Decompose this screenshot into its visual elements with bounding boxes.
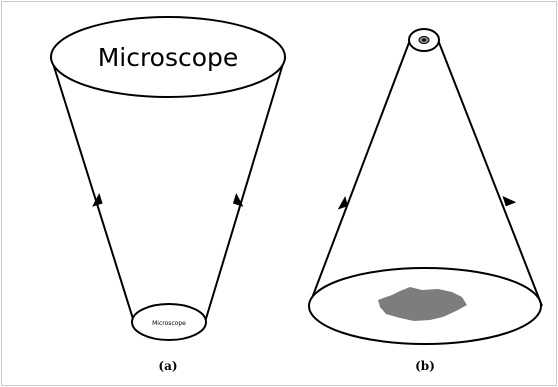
panel-a-top-ellipse <box>50 16 286 98</box>
panel-a-left-ray <box>50 56 135 323</box>
panel-b-right-arrow <box>502 196 517 207</box>
panel-b-right-ray <box>437 39 543 307</box>
panel-a-small-text: Microscope <box>152 320 186 327</box>
panel-a: Microscope Microscope (a) <box>50 16 286 373</box>
panel-a-label: (a) <box>158 359 177 373</box>
panel-b-left-ray <box>308 39 411 307</box>
panel-b: (b) <box>308 28 543 373</box>
panel-a-right-ray <box>204 56 286 323</box>
panel-a-large-text: Microscope <box>98 43 239 72</box>
panel-b-label: (b) <box>415 359 435 373</box>
panel-a-bottom-ellipse <box>131 303 207 341</box>
panel-a-left-arrow <box>92 193 103 207</box>
panel-b-specimen-blob <box>378 287 467 321</box>
panel-b-left-arrow <box>337 196 348 210</box>
panel-b-tiny-image-center <box>422 38 426 42</box>
panel-a-right-arrow <box>232 193 244 207</box>
